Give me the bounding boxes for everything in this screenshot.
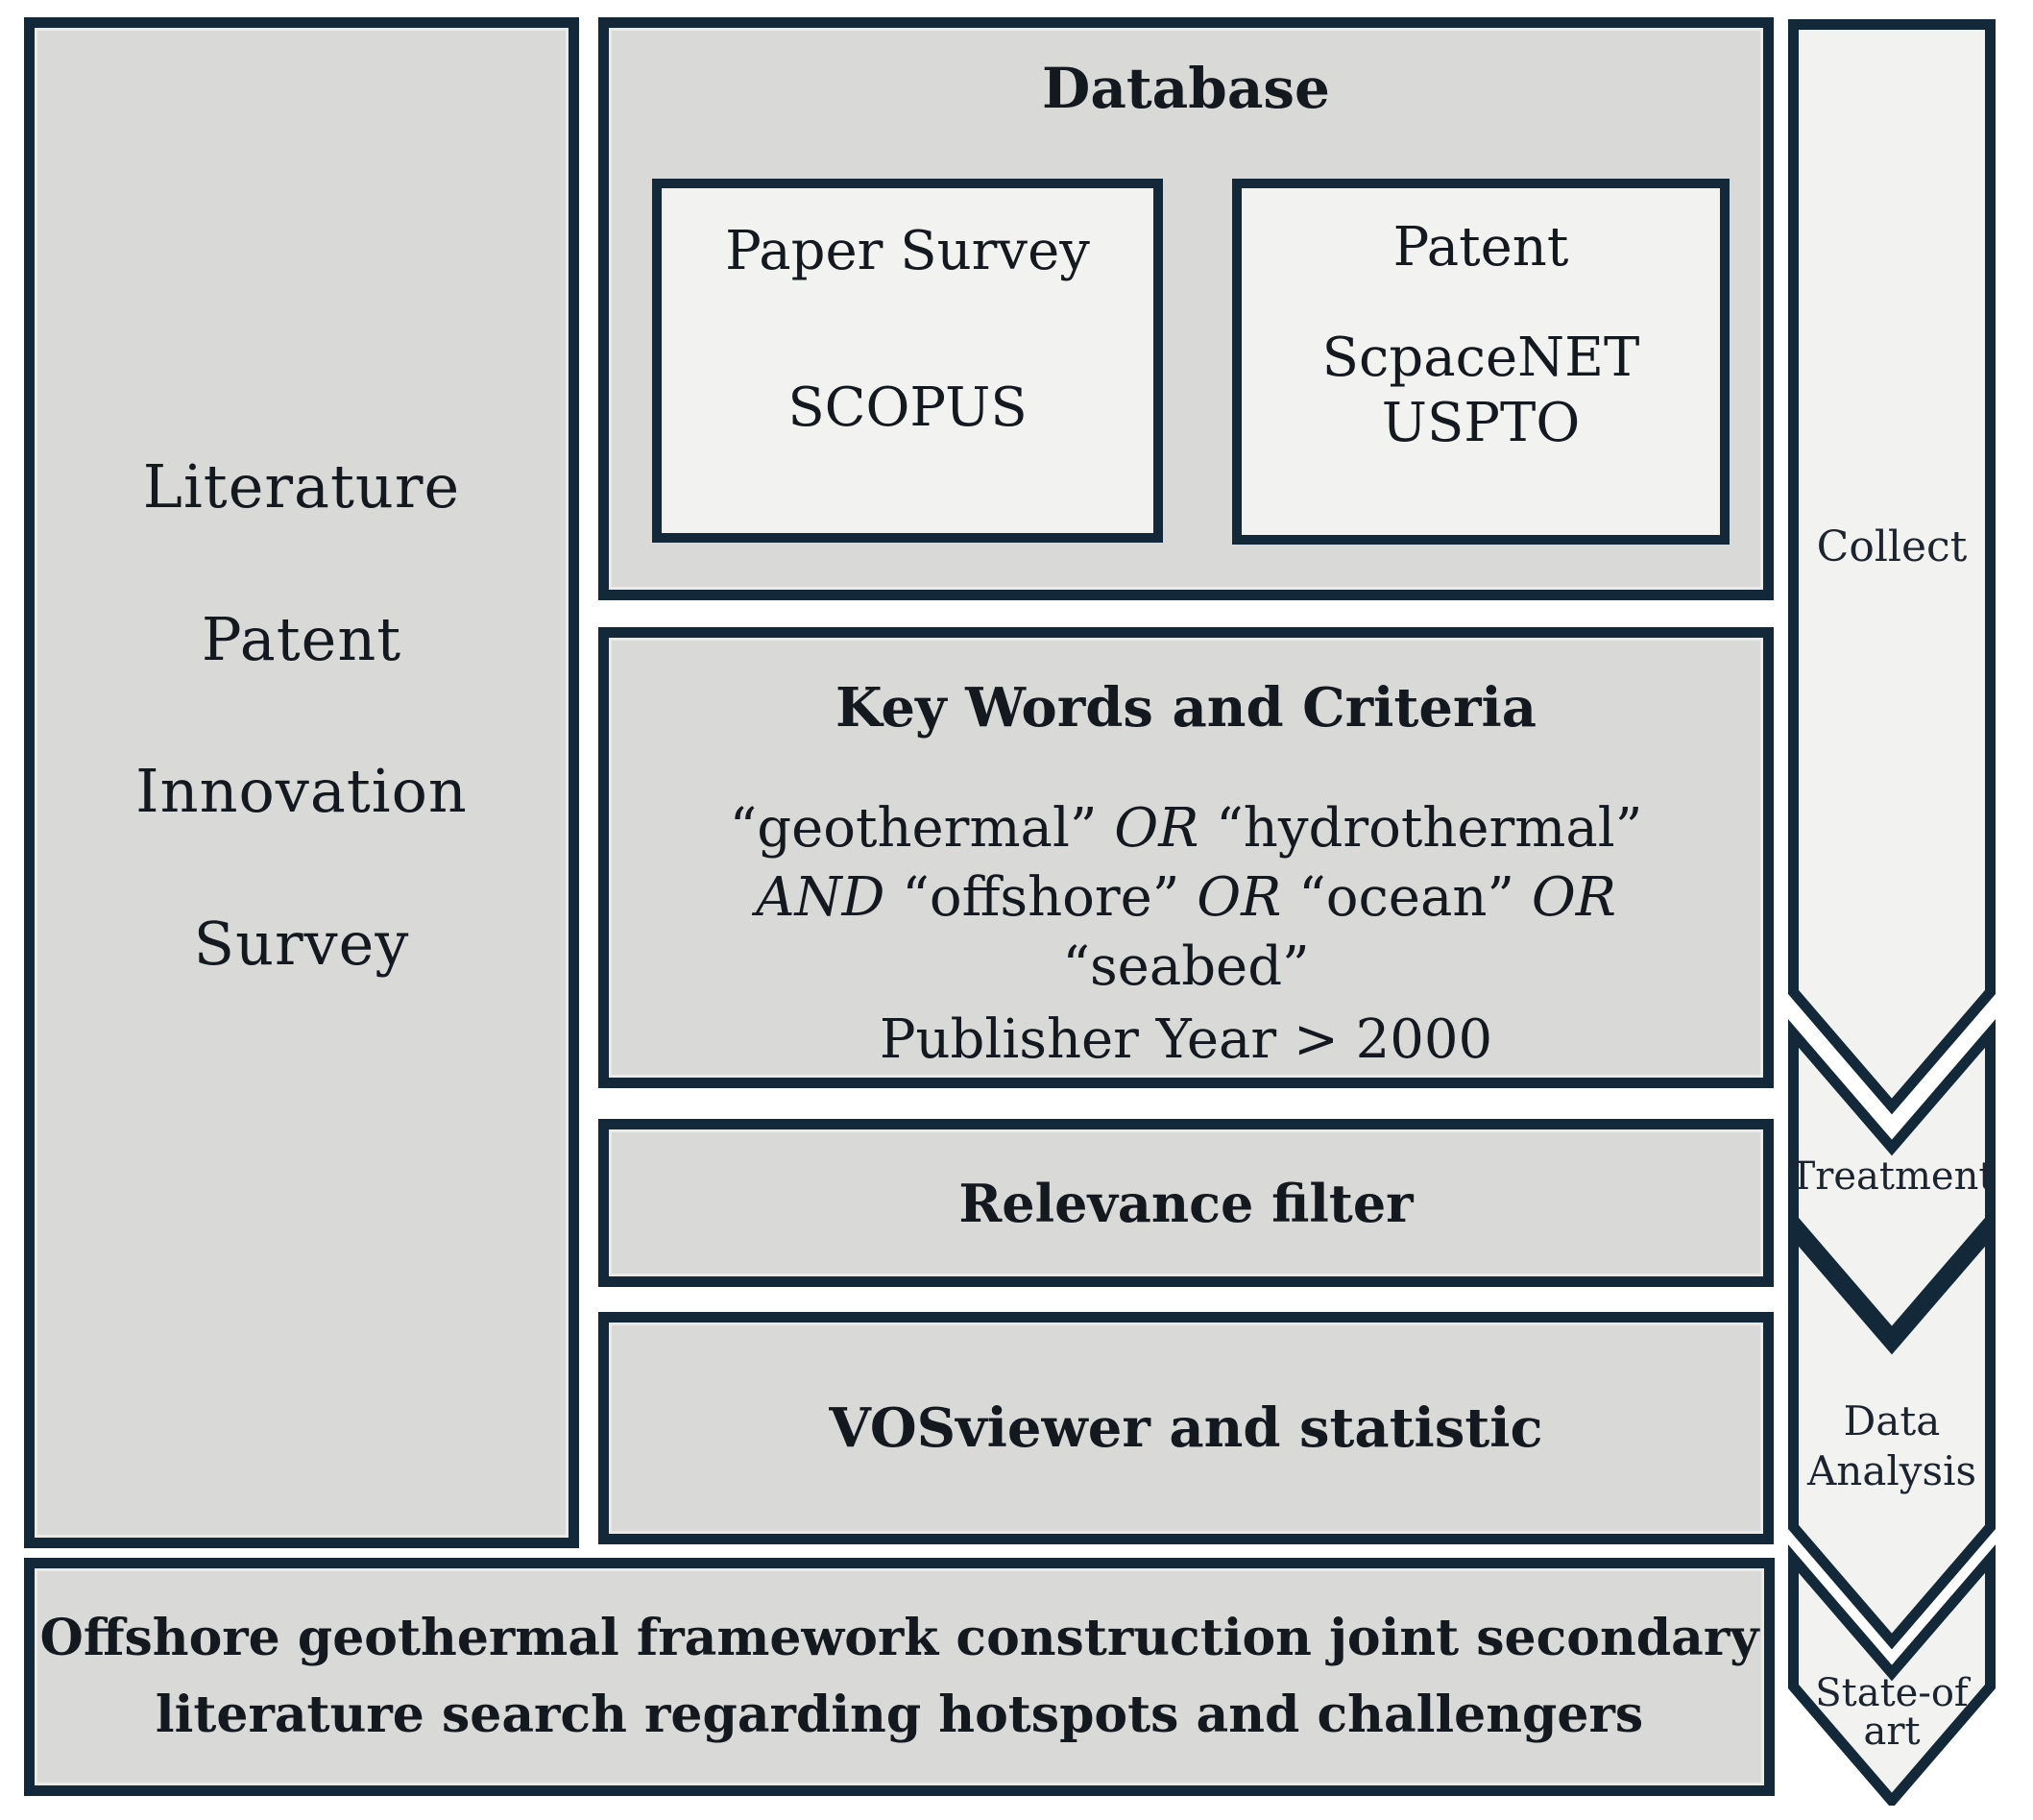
left-panel-word: Innovation	[135, 756, 468, 826]
database-title: Database	[1042, 56, 1330, 121]
state-of-art-banner-shape	[1788, 1544, 1996, 1806]
result-line: literature search regarding hotspots and…	[155, 1686, 1644, 1744]
patent-source: ScpaceNET	[1321, 327, 1640, 389]
keywords-query-line: “geothermal” OR “hydrothermal”	[729, 797, 1643, 860]
vosviewer-label: VOSviewer and statistic	[829, 1396, 1543, 1460]
paper-survey-title: Paper Survey	[725, 220, 1090, 282]
result-box: Offshore geothermal framework constructi…	[24, 1558, 1775, 1796]
collect-pentagon-shape	[1788, 19, 1996, 1115]
relevance-filter-box: Relevance filter	[598, 1119, 1774, 1287]
vosviewer-box: VOSviewer and statistic	[598, 1312, 1774, 1544]
paper-survey-source: SCOPUS	[787, 376, 1028, 439]
process-step-collect: Collect	[1816, 522, 1968, 571]
process-step-data-analysis: Data Analysis	[1806, 1397, 1977, 1494]
patent-source: USPTO	[1381, 392, 1581, 454]
keywords-query-line: AND “offshore” OR “ocean” OR	[756, 866, 1616, 929]
keywords-criteria: Publisher Year > 2000	[879, 1008, 1493, 1071]
process-step-treatment: Treatment	[1789, 1154, 1995, 1199]
process-arrow-column	[1788, 19, 1996, 1806]
keywords-box	[598, 627, 1774, 1088]
patent-box	[1232, 179, 1730, 545]
keywords-query-line: “seabed”	[1062, 935, 1310, 998]
patent-title: Patent	[1392, 216, 1569, 279]
relevance-filter-label: Relevance filter	[958, 1172, 1414, 1234]
data-analysis-banner-shape	[1788, 1218, 1996, 1650]
paper-survey-box	[652, 179, 1163, 543]
result-line: Offshore geothermal framework constructi…	[39, 1609, 1759, 1667]
keywords-title: Key Words and Criteria	[835, 676, 1537, 740]
literature-panel	[24, 17, 579, 1548]
treatment-banner-shape	[1788, 1019, 1996, 1343]
process-step-state-of-art: State-of art	[1815, 1671, 1969, 1754]
left-panel-word: Survey	[193, 909, 410, 979]
left-panel-word: Patent	[201, 604, 402, 674]
left-panel-word: Literature	[142, 451, 461, 522]
